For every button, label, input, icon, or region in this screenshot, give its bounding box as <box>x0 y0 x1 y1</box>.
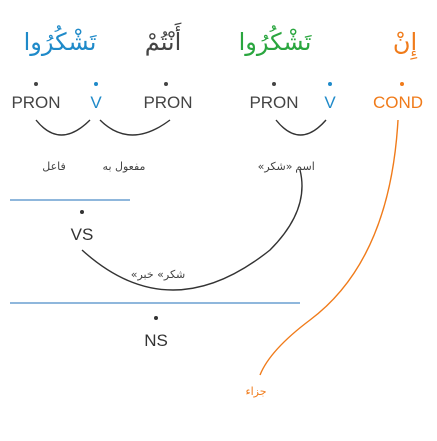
gloss-jaza: جزاء <box>245 385 266 398</box>
gloss-object: مفعول به <box>103 160 146 173</box>
tag-v-2: V <box>324 93 336 112</box>
tag-pron-3: PRON <box>249 93 298 112</box>
arc-cond-jaza <box>259 119 399 376</box>
token-word-4: إِنْ <box>393 28 418 60</box>
ns-dot <box>154 316 158 320</box>
gloss-shukr: «شكر» <box>258 160 293 173</box>
tag-v-1: V <box>90 93 102 112</box>
arc-inner <box>275 119 327 136</box>
gloss-fail: فاعل <box>42 160 66 173</box>
tag-pron-2: PRON <box>143 93 192 112</box>
gloss-ism: اسم <box>295 160 315 173</box>
token-word-1: تَشْكُرُوا <box>24 24 98 56</box>
vs-label: VS <box>71 225 94 244</box>
vs-dot <box>80 210 84 214</box>
arc-vs-khabar <box>81 169 303 291</box>
tag-cond: COND <box>373 93 423 112</box>
word-dots <box>34 82 404 86</box>
gloss-khabar: «شكر» خبر <box>131 268 186 281</box>
token-word-3: تَشْكُرُوا <box>239 24 313 56</box>
ns-label: NS <box>144 331 168 350</box>
token-word-2: أَنْتُمْ <box>145 22 182 56</box>
arc-object <box>99 119 171 136</box>
arc-subject <box>35 119 91 136</box>
tag-pron-1: PRON <box>11 93 60 112</box>
